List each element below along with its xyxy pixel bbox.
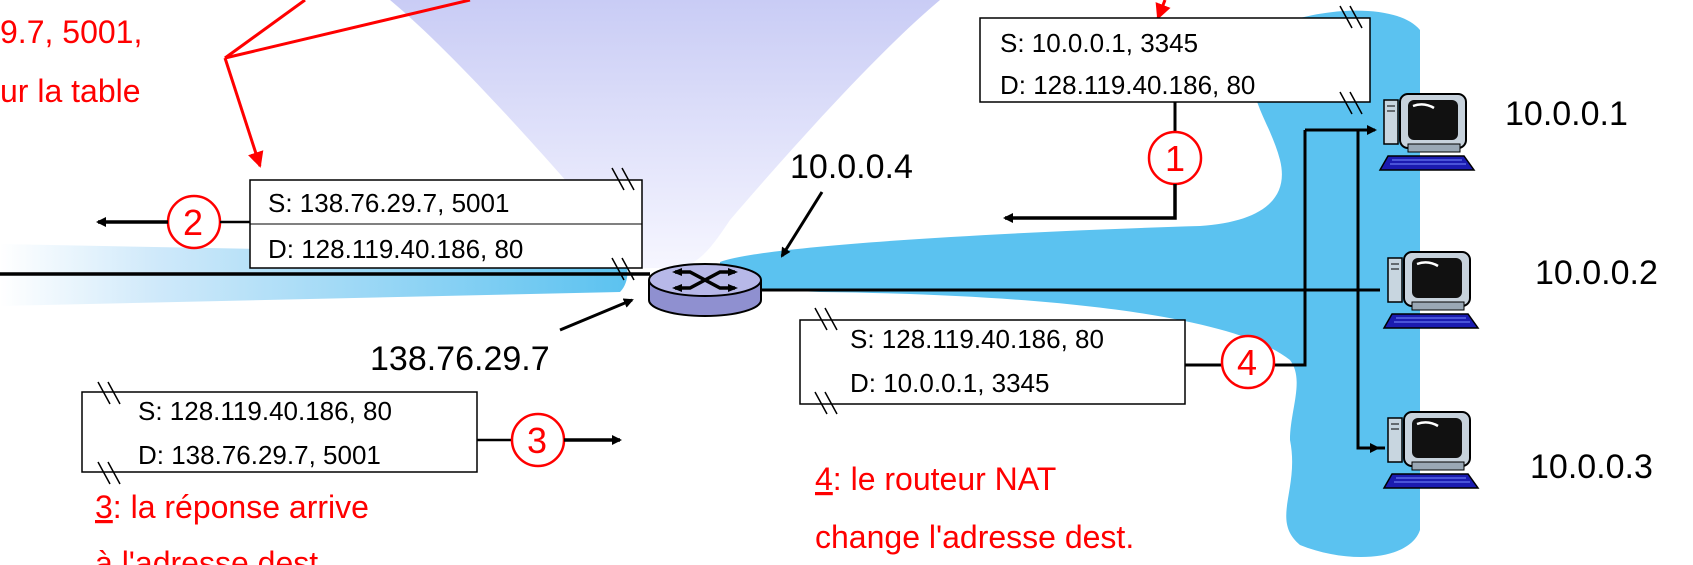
packet-4: S: 128.119.40.186, 80 D: 10.0.0.1, 3345: [800, 308, 1185, 414]
note-4-step: 4: [815, 461, 833, 497]
note-3-line1: 3: la réponse arrive: [95, 489, 369, 525]
computer-icon: [1384, 252, 1478, 328]
step-1-arrow: [1005, 184, 1175, 218]
note-3-text: : la réponse arrive: [113, 489, 369, 525]
step-3-number: 3: [527, 420, 547, 461]
note-4-line2: change l'adresse dest.: [815, 519, 1134, 555]
packet-4-dest: D: 10.0.0.1, 3345: [850, 368, 1049, 398]
packet-1: S: 10.0.0.1, 3345 D: 128.119.40.186, 80: [980, 6, 1370, 114]
packet-3-source: S: 128.119.40.186, 80: [138, 396, 392, 426]
top-annotation-line2: ur la table: [0, 73, 141, 109]
router-address-label: 10.0.0.4: [790, 148, 913, 186]
public-address-label: 138.76.29.7: [370, 340, 550, 378]
step-4-number: 4: [1237, 342, 1257, 383]
packet-1-dest: D: 128.119.40.186, 80: [1000, 70, 1255, 100]
host-1-address: 10.0.0.1: [1505, 95, 1628, 133]
nat-router-icon: [649, 264, 761, 316]
packet-4-source: S: 128.119.40.186, 80: [850, 324, 1104, 354]
packet-2-dest: D: 128.119.40.186, 80: [268, 234, 523, 264]
host-3-address: 10.0.0.3: [1530, 448, 1653, 486]
computer-icon: [1380, 94, 1474, 170]
packet-2-source: S: 138.76.29.7, 5001: [268, 188, 509, 218]
packet-3-dest: D: 138.76.29.7, 5001: [138, 440, 381, 470]
router-pointer: [782, 192, 822, 256]
note-3-line2: à l'adresse dest.: [95, 545, 327, 565]
note-3-step: 3: [95, 489, 113, 525]
note-4-line1: 4: le routeur NAT: [815, 461, 1056, 497]
computer-icon: [1384, 412, 1478, 488]
packet-2: S: 138.76.29.7, 5001 D: 128.119.40.186, …: [250, 168, 642, 280]
host-2-address: 10.0.0.2: [1535, 254, 1658, 292]
packet-3: S: 128.119.40.186, 80 D: 138.76.29.7, 50…: [82, 382, 477, 484]
packet-1-source: S: 10.0.0.1, 3345: [1000, 28, 1198, 58]
step-1-number: 1: [1165, 138, 1185, 179]
note-4-text: : le routeur NAT: [833, 461, 1056, 497]
top-annotation-line1: 9.7, 5001,: [0, 14, 142, 50]
public-address-pointer: [560, 300, 632, 330]
step-2-number: 2: [183, 202, 203, 243]
